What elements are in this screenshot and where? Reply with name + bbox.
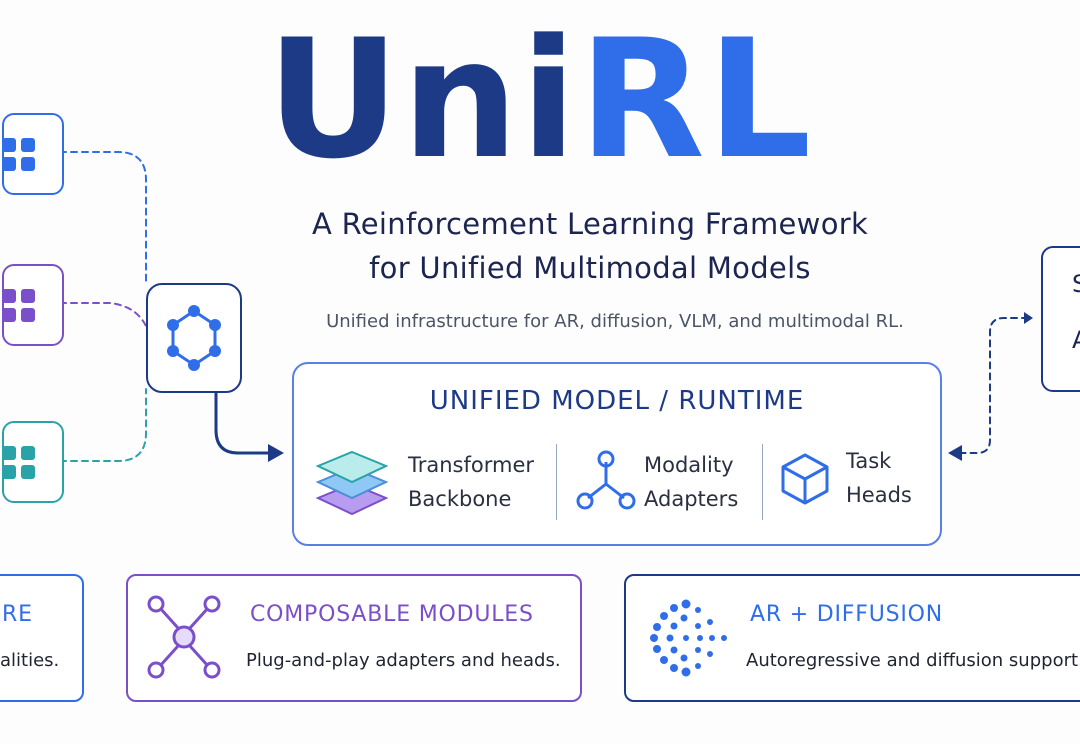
- feature-card-1-desc: alities.: [0, 650, 60, 671]
- component-adapters-line-1: Modality: [644, 453, 734, 477]
- grid-icon: [2, 138, 35, 171]
- grid-icon: [2, 446, 35, 479]
- component-adapters: Modality Adapters: [644, 448, 738, 516]
- subtitle: A Reinforcement Learning Framework for U…: [260, 202, 920, 290]
- connector-right: [957, 317, 1029, 454]
- component-heads-line-1: Task: [846, 449, 892, 473]
- right-panel-line-2: A: [1072, 326, 1080, 354]
- input-box-blue: [2, 113, 64, 195]
- input-box-teal: [2, 421, 64, 503]
- nodes-icon: [576, 450, 636, 510]
- feature-card-composable-title: COMPOSABLE MODULES: [250, 602, 534, 627]
- arrow-head-right-top: [1024, 312, 1033, 324]
- logo-part-rl: RL: [578, 4, 814, 195]
- component-backbone-line-1: Transformer: [408, 453, 535, 477]
- feature-card-1: RE alities.: [0, 574, 84, 702]
- subtitle-line-1: A Reinforcement Learning Framework: [311, 207, 869, 241]
- tagline: Unified infrastructure for AR, diffusion…: [326, 311, 904, 332]
- divider: [556, 444, 557, 520]
- hub-node: [146, 283, 242, 393]
- arrow-head-main: [268, 444, 284, 462]
- component-heads: Task Heads: [846, 444, 912, 512]
- arrow-head-right: [948, 445, 962, 461]
- feature-card-ar-diffusion-desc: Autoregressive and diffusion support.: [746, 650, 1080, 671]
- cube-icon: [781, 453, 829, 505]
- feature-card-ar-diffusion-title: AR + DIFFUSION: [750, 602, 944, 627]
- dotted-arc-icon: [650, 599, 727, 677]
- feature-card-composable-desc: Plug-and-play adapters and heads.: [246, 650, 561, 671]
- app-logo: UniRL: [0, 18, 1080, 182]
- subtitle-line-2: for Unified Multimodal Models: [369, 251, 811, 285]
- logo-part-uni: Uni: [266, 4, 579, 195]
- input-box-purple: [2, 264, 64, 346]
- grid-icon: [2, 289, 35, 322]
- connector-purple: [59, 302, 147, 327]
- component-adapters-line-2: Adapters: [644, 487, 739, 511]
- hexagon-network-icon: [167, 305, 221, 371]
- molecule-icon: [147, 595, 221, 679]
- component-heads-line-2: Heads: [846, 483, 912, 507]
- component-backbone: Transformer Backbone: [408, 448, 534, 516]
- connector-teal: [59, 388, 147, 462]
- feature-card-composable: COMPOSABLE MODULES Plug-and-play adapter…: [126, 574, 582, 702]
- feature-card-1-title: RE: [2, 602, 33, 627]
- component-backbone-line-2: Backbone: [408, 487, 512, 511]
- connector-blue: [59, 151, 147, 284]
- right-panel-line-1: S: [1072, 270, 1080, 298]
- connector-hub-main: [214, 389, 276, 455]
- feature-card-ar-diffusion: AR + DIFFUSION Autoregressive and diffus…: [624, 574, 1080, 702]
- right-panel: [1041, 246, 1080, 392]
- divider: [762, 444, 763, 520]
- layers-stack-icon: [315, 450, 389, 516]
- runtime-title: UNIFIED MODEL / RUNTIME: [429, 386, 805, 416]
- runtime-panel: UNIFIED MODEL / RUNTIME Transformer Back…: [292, 362, 942, 546]
